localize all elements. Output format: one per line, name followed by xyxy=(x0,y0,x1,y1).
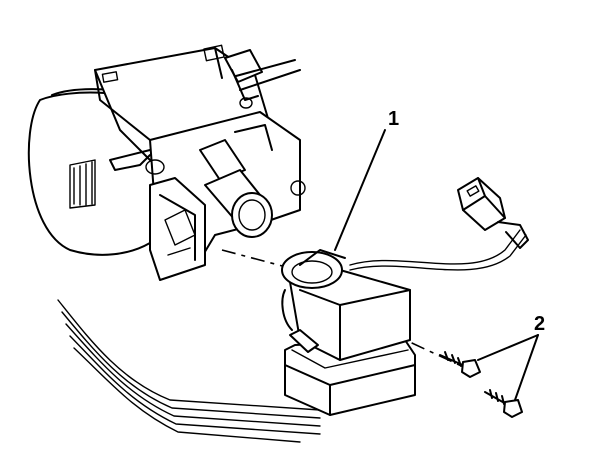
callout-2: 2 xyxy=(534,313,545,335)
callout-1: 1 xyxy=(388,108,399,130)
wiring-harness xyxy=(57,299,321,443)
steering-column-housing xyxy=(27,44,306,281)
control-module xyxy=(281,249,416,416)
assembly-axis-line xyxy=(221,249,291,269)
gear-teeth xyxy=(69,159,96,209)
pigtail-connector xyxy=(349,177,529,271)
bolt-upper xyxy=(439,351,481,378)
leader-line-2b xyxy=(514,334,539,401)
leader-line-2a xyxy=(477,334,539,361)
leader-line-1 xyxy=(334,129,386,251)
column-sleeve xyxy=(204,169,273,238)
